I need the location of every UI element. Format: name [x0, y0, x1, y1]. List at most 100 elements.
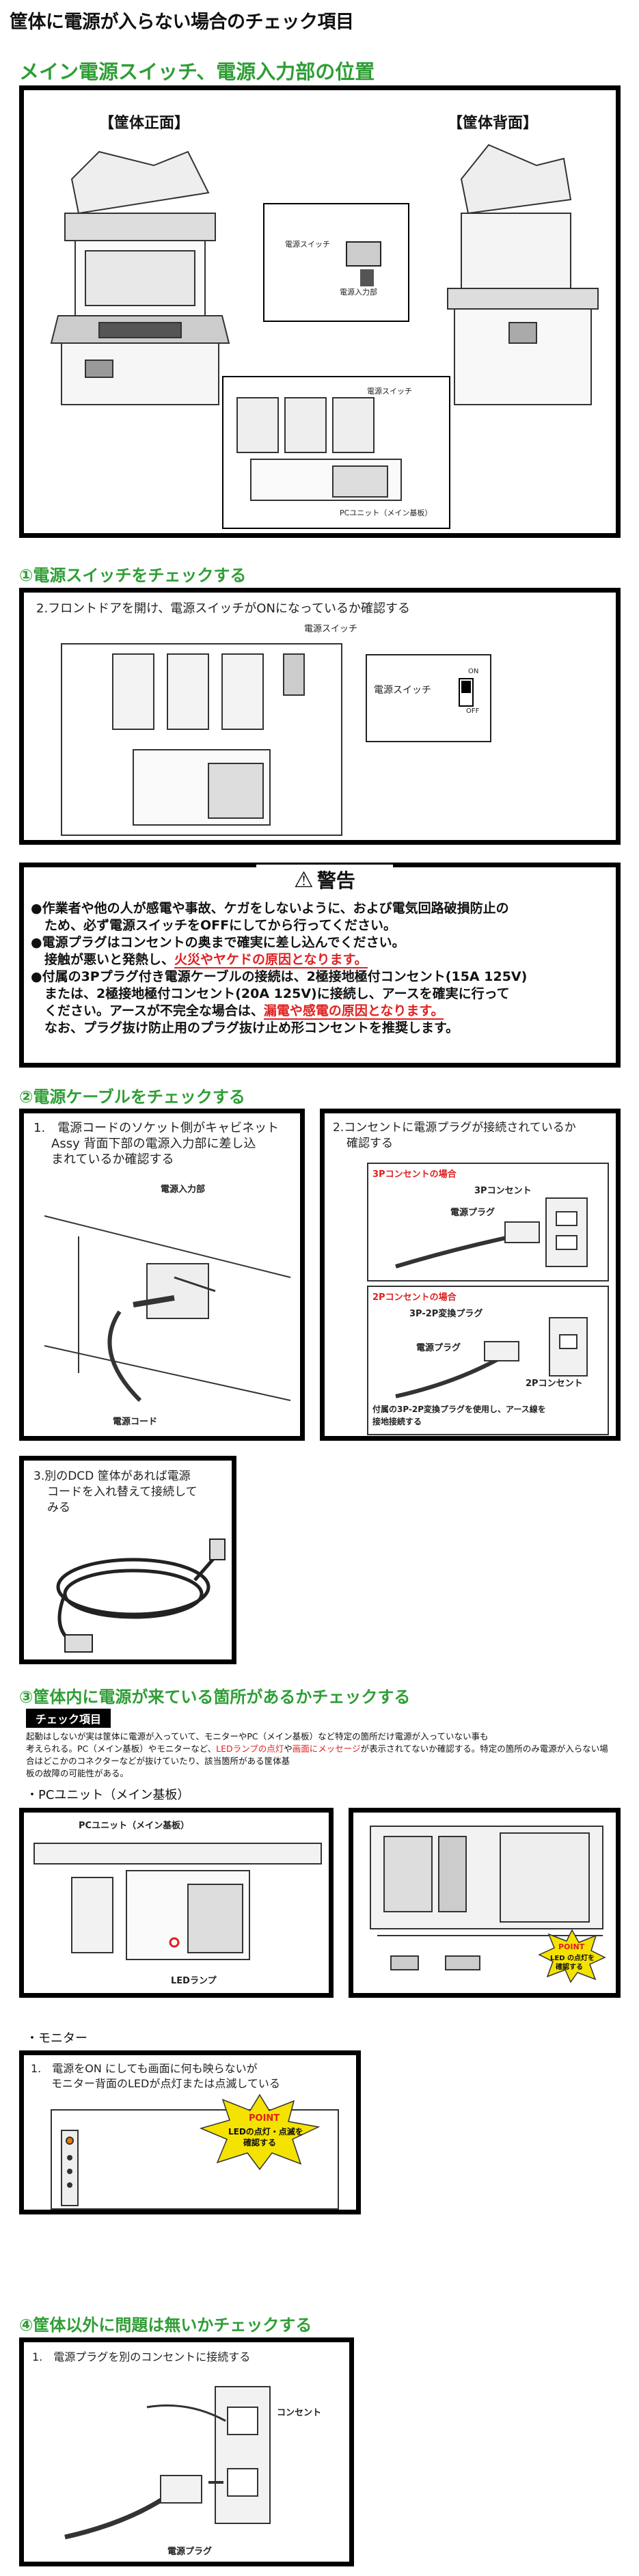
led-lamp-label: LEDランプ: [171, 1976, 217, 1986]
step3-paragraph: 起動はしないが実は筐体に電源が入っていて、モニターやPC（メイン基板）など特定の…: [26, 1731, 614, 1780]
step1-box: 2.フロントドアを開け、電源スイッチがONになっているか確認する 電源スイッチ …: [19, 588, 621, 845]
box1-line1: 1. 電源コードのソケット側がキャビネット: [33, 1121, 280, 1135]
cabinet-front-illustration: [50, 150, 230, 405]
star-burst-icon: [538, 1929, 606, 1983]
step3-para2c: や: [284, 1744, 293, 1754]
warning-title: 警告: [316, 869, 355, 892]
warning-l5: ●付属の3Pプラグ付き電源ケーブルの接続は、2極接地極付コンセント(15A 12…: [31, 969, 528, 984]
step3-para2b: LEDランプの点灯: [216, 1744, 284, 1754]
step4-text: 1. 電源プラグを別のコンセントに接続する: [32, 2350, 251, 2363]
pc-unit-back-illustration: [370, 1826, 603, 1970]
warning-l1: ●作業者や他の人が感電や事故、ケガをしないように、および電気回路破損防止の: [31, 901, 509, 916]
p2-outlet-illustration: [395, 1317, 588, 1398]
step1-switch-zoom: 電源スイッチ ON OFF: [366, 654, 491, 742]
warning-triangle-icon: ⚠: [294, 867, 314, 893]
switch-on-label: ON: [468, 668, 479, 675]
warning-l3: ●電源プラグはコンセントの奥まで確実に差し込んでください。: [31, 935, 405, 950]
p2-adapter: 3P-2P変換プラグ: [409, 1309, 483, 1319]
warning-l4: 接触が悪いと発熱し、火災やヤケドの原因となります。: [31, 951, 618, 968]
box3-line2: コードを入れ替えて接続して: [47, 1485, 198, 1499]
toggle-switch-icon: [459, 678, 474, 707]
step3-para2e: が表示されてないか確認する。特定の箇所のみ電源が入らない場合はどこかのコネクター…: [26, 1744, 608, 1766]
p3-header: 3Pコンセントの場合: [372, 1169, 457, 1180]
p3-plug: 電源プラグ: [450, 1208, 495, 1218]
step1-cabinet-inside: [61, 643, 342, 836]
box2-line1: 2.コンセントに電源プラグが接続されているか: [333, 1121, 576, 1135]
step4-box: 1. 電源プラグを別のコンセントに接続する コンセント 電源プラグ: [19, 2337, 354, 2566]
point-badge-pc: POINT LED の点灯を 確認する: [538, 1929, 606, 1983]
step1-heading: ①電源スイッチをチェックする: [19, 566, 247, 585]
pc-unit-back-box: POINT LED の点灯を 確認する: [349, 1808, 621, 1998]
warning-l7b: 漏電や感電の原因となります。: [263, 1003, 444, 1020]
box1-cord: 電源コード: [113, 1417, 158, 1427]
plug-outlet-illustration: [64, 2386, 271, 2540]
switch-detail-icon: [346, 241, 381, 286]
pc-unit-front-illustration: [33, 1843, 322, 1960]
step4-plug: 電源プラグ: [167, 2547, 213, 2557]
sub-heading-pc: ・PCユニット（メイン基板）: [26, 1788, 190, 1802]
warning-l8: なお、プラグ抜け防止用のプラグ抜け止め形コンセントを推奨します。: [44, 1020, 459, 1035]
step1-switch-label: 電源スイッチ: [304, 624, 358, 634]
step3-para3: 板の故障の可能性がある。: [26, 1768, 129, 1778]
box3-line3: みる: [47, 1501, 70, 1515]
cabinet-location-box: 【筐体正面】 【筐体背面】 電源スイッチ 電源入力部 電源スイッチ PCユニット…: [19, 85, 621, 538]
warning-l4b: 火災やヤケドの原因となります。: [174, 952, 368, 968]
step3-para2: 考えられる。PC（メイン基板）やモニターなど、LEDランプの点灯や画面にメッセー…: [26, 1743, 614, 1767]
monitor-line2: モニター背面のLEDが点灯または点滅している: [51, 2077, 280, 2090]
step2-heading: ②電源ケーブルをチェックする: [19, 1087, 245, 1107]
zoom-callout-top: 電源スイッチ 電源入力部: [263, 203, 409, 322]
warning-box: ⚠ 警告 ●作業者や他の人が感電や事故、ケガをしないように、および電気回路破損防…: [19, 863, 621, 1068]
step2-box3: 3.別のDCD 筐体があれば電源 コードを入れ替えて接続して みる: [19, 1456, 236, 1664]
step1-text: 2.フロントドアを開け、電源スイッチがONになっているか確認する: [36, 601, 411, 616]
p2-plug: 電源プラグ: [416, 1343, 461, 1353]
step2-box1: 1. 電源コードのソケット側がキャビネット Assy 背面下部の電源入力部に差し…: [19, 1109, 305, 1441]
callout-pc-unit: PCユニット（メイン基板）: [340, 509, 433, 517]
box1-line3: まれているか確認する: [51, 1152, 174, 1167]
box2-line2: 確認する: [346, 1137, 393, 1150]
location-section-title: メイン電源スイッチ、電源入力部の位置: [19, 60, 375, 83]
zoom-callout-bottom: 電源スイッチ PCユニット（メイン基板）: [222, 376, 450, 529]
point-pc-l1: LED の点灯を: [550, 1955, 595, 1962]
pc-unit-box: PCユニット（メイン基板） LEDランプ: [19, 1808, 334, 1998]
warning-l7: ください。アースが不完全な場合は、漏電や感電の原因となります。: [31, 1003, 618, 1020]
warning-title-row: ⚠ 警告: [256, 865, 393, 895]
point-pc-title: POINT: [558, 1942, 585, 1951]
box1-power-input: 電源入力部: [161, 1184, 206, 1195]
warning-l2: ため、必ず電源スイッチをOFFにしてから行ってください。: [44, 918, 397, 933]
point-mon-title: POINT: [249, 2113, 280, 2124]
callout-switch-2: 電源スイッチ: [367, 387, 412, 396]
step3-para2d: 画面にメッセージ: [292, 1744, 361, 1754]
switch-off-label: OFF: [466, 707, 480, 715]
sub-heading-monitor: ・モニター: [26, 2031, 87, 2046]
point-badge-monitor: POINT LEDの点灯・点滅を 確認する: [198, 2093, 321, 2171]
back-label: 【筐体背面】: [448, 115, 539, 132]
pc-unit-label: PCユニット（メイン基板）: [79, 1821, 190, 1831]
warning-l6: または、2極接地極付コンセント(20A 125V)に接続し、アースを確実に行って: [44, 986, 510, 1001]
step4-outlet: コンセント: [277, 2408, 322, 2418]
step3-para1: 起動はしないが実は筐体に電源が入っていて、モニターやPC（メイン基板）など特定の…: [26, 1731, 489, 1741]
front-label: 【筐体正面】: [99, 115, 190, 132]
cabinet-back-illustration: [447, 144, 599, 405]
point-pc-l2: 確認する: [556, 1964, 583, 1971]
cabinet-inside-illustration: [236, 397, 402, 501]
p2-note-2: 接地接続する: [372, 1417, 422, 1426]
step3-heading: ③筐体内に電源が来ている箇所があるかチェックする: [19, 1687, 411, 1707]
box3-line1: 3.別のDCD 筐体があれば電源: [33, 1469, 191, 1483]
step2-box2: 2.コンセントに電源プラグが接続されているか 確認する 3Pコンセントの場合 3…: [320, 1109, 621, 1441]
p2-outlet: 2Pコンセント: [526, 1379, 583, 1389]
p3-outlet-illustration: [395, 1197, 588, 1269]
p2-panel: 2Pコンセントの場合 3P-2P変換プラグ 電源プラグ 2Pコンセント 付属の3…: [367, 1286, 609, 1435]
p2-header: 2Pコンセントの場合: [372, 1292, 457, 1303]
step3-para2a: 考えられる。PC（メイン基板）やモニターなど、: [26, 1744, 217, 1754]
power-cord-socket-illustration: [44, 1215, 291, 1402]
point-mon-l1: LEDの点灯・点滅を: [228, 2127, 303, 2137]
point-mon-l2: 確認する: [243, 2138, 277, 2147]
box1-line2: Assy 背面下部の電源入力部に差し込: [51, 1137, 256, 1151]
star-burst-icon-monitor: [199, 2093, 321, 2171]
callout-main-switch: 電源スイッチ: [285, 240, 330, 249]
page-title: 筐体に電源が入らない場合のチェック項目: [10, 12, 354, 33]
step4-heading: ④筐体以外に問題は無いかチェックする: [19, 2316, 312, 2335]
p3-outlet: 3Pコンセント: [474, 1186, 532, 1196]
step1-switch-detail-label: 電源スイッチ: [374, 685, 431, 696]
callout-power-input: 電源入力部: [340, 288, 377, 297]
